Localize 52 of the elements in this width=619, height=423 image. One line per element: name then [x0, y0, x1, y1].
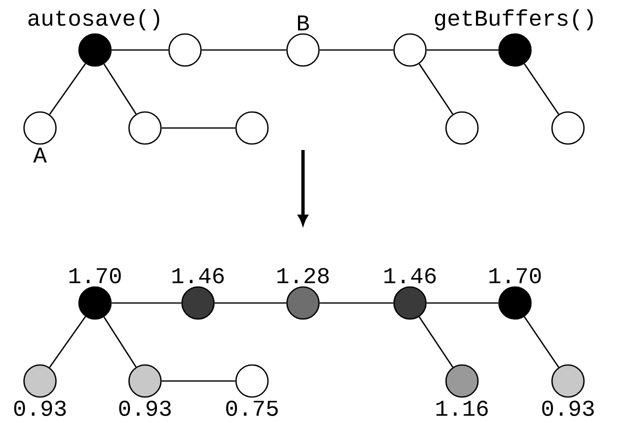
- node-label: 1.46: [172, 268, 224, 284]
- circle-node: [235, 111, 269, 145]
- connector-line: [162, 380, 236, 382]
- node-label: A: [33, 148, 47, 163]
- connector-line: [202, 49, 286, 51]
- node-label: 1.70: [69, 268, 121, 284]
- circle-node: [23, 364, 57, 398]
- circle-node: [128, 111, 162, 145]
- connector-line: [112, 302, 182, 304]
- node-label: B: [298, 15, 309, 30]
- connector-line: [320, 302, 394, 304]
- circle-node: [393, 33, 427, 67]
- circle-node: [551, 111, 585, 145]
- circle-node: [78, 286, 112, 320]
- connector-line: [112, 49, 168, 51]
- circle-node: [286, 286, 320, 320]
- circle-node: [235, 364, 269, 398]
- circle-node: [23, 111, 57, 145]
- node-label: 0.75: [226, 400, 278, 416]
- connector-line: [49, 316, 86, 368]
- connector-line: [103, 64, 137, 114]
- circle-node: [551, 364, 585, 398]
- node-label: 1.16: [436, 400, 488, 416]
- node-label: 0.93: [14, 400, 66, 416]
- circle-node: [181, 286, 215, 320]
- connector-line: [162, 127, 236, 129]
- circle-node: [445, 111, 479, 145]
- connector-line: [426, 302, 498, 304]
- connector-line: [418, 316, 454, 368]
- connector-line: [320, 49, 394, 51]
- node-label: 1.70: [489, 268, 541, 284]
- circle-node: [78, 33, 112, 67]
- connector-line: [214, 302, 286, 304]
- connector-line: [103, 316, 137, 368]
- connector-line: [418, 63, 454, 114]
- circle-node: [286, 33, 320, 67]
- circle-node: [128, 364, 162, 398]
- node-label: getBuffers(): [434, 9, 593, 30]
- node-label: 0.93: [542, 400, 594, 416]
- connector-line: [49, 63, 86, 115]
- circle-node: [168, 33, 202, 67]
- connector-line: [426, 49, 498, 51]
- circle-node: [498, 286, 532, 320]
- node-label: 0.93: [119, 400, 171, 416]
- node-label: autosave(): [28, 9, 160, 30]
- node-label: 1.46: [384, 268, 436, 284]
- connector-line: [524, 63, 560, 115]
- circle-node: [393, 286, 427, 320]
- node-label: 1.28: [277, 268, 329, 284]
- circle-node: [445, 364, 479, 398]
- circle-node: [498, 33, 532, 67]
- connector-line: [524, 316, 560, 368]
